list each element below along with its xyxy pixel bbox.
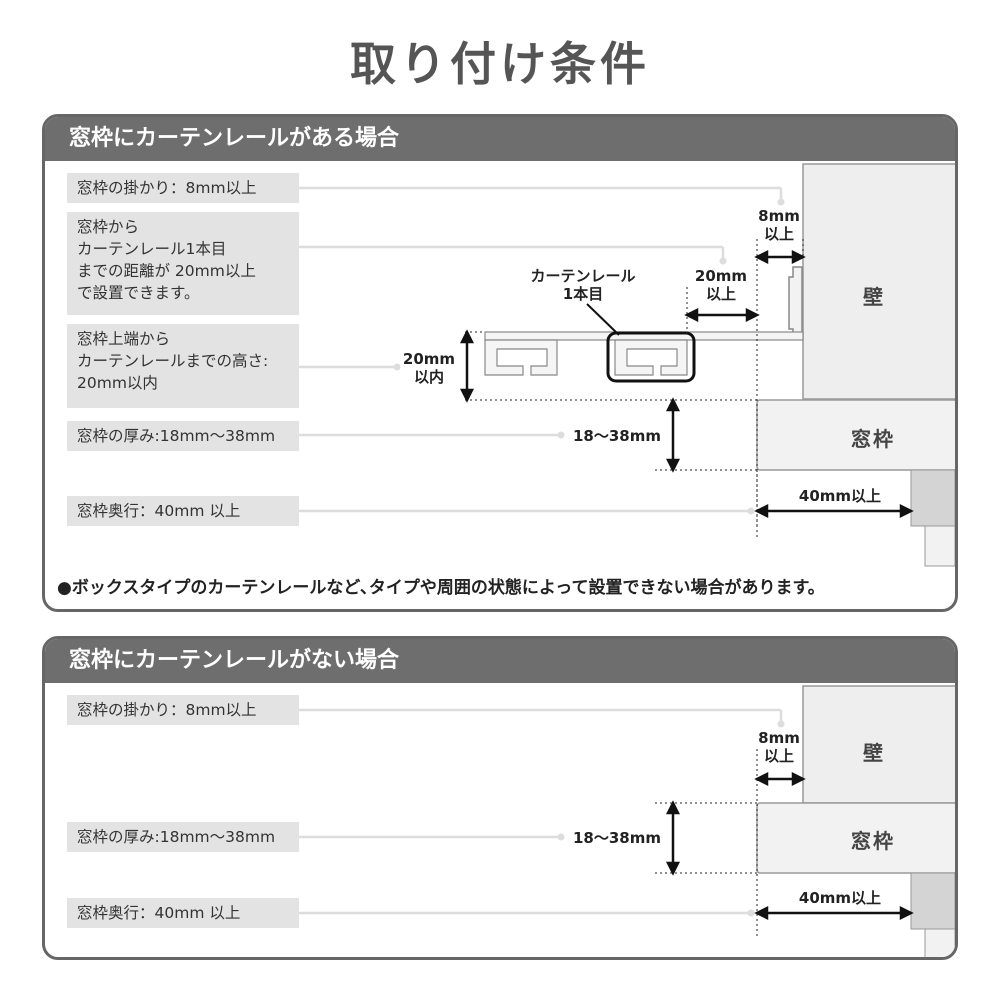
panel-without-rail: 窓枠にカーテンレールがない場合 窓枠の掛かり：8mm以上 [42,636,958,960]
label-hook: 窓枠の掛かり：8mm以上 [67,695,299,725]
dim-thickness-text: 18〜38mm [572,427,661,445]
label-height: 窓枠上端から カーテンレールまでの高さ: 20mm以内 [67,324,299,408]
window-frame-label: 窓枠 [851,829,895,853]
wall-label: 壁 [863,741,885,765]
wall-shape [802,163,955,400]
wall-shape [802,685,955,804]
page-title: 取り付け条件 [350,37,650,91]
rail-left-shape [484,339,558,376]
panel-with-rail: 窓枠にカーテンレールがある場合 [42,114,958,612]
dim-depth-text: 40mm以上 [798,889,882,907]
label-depth: 窓枠奥行：40mm 以上 [67,496,299,526]
panel-with-rail-diagram [299,163,955,567]
label-depth: 窓枠奥行：40mm 以上 [67,898,299,928]
label-hook: 窓枠の掛かり：8mm以上 [67,173,299,203]
wall-label: 壁 [863,285,885,309]
note-text: ●ボックスタイプのカーテンレールなど､タイプや周囲の状態によって設置できない場合… [57,578,825,598]
label-thickness: 窓枠の厚み:18mm〜38mm [67,421,299,451]
window-frame-shape [756,802,955,874]
panel-without-rail-diagram [299,685,955,957]
panel-without-rail-header: 窓枠にカーテンレールがない場合 [45,639,955,683]
panel-with-rail-header: 窓枠にカーテンレールがある場合 [45,117,955,161]
wall-bracket-shape [788,266,803,340]
label-distance: 窓枠から カーテンレール1本目 までの距離が 20mm以上 で設置できます。 [67,212,299,315]
sill-lower-shape [924,928,955,957]
window-frame-label: 窓枠 [851,427,895,451]
rail-first-highlight [606,331,696,383]
rail-callout-line [586,303,620,336]
dim-depth-text: 40mm以上 [798,487,882,505]
label-thickness: 窓枠の厚み:18mm〜38mm [67,822,299,852]
rail-first-shape [614,339,688,376]
sill-shape [910,872,955,930]
dim-thickness-text: 18〜38mm [572,829,661,847]
sill-shape [910,469,955,527]
sill-lower-shape [924,525,955,567]
